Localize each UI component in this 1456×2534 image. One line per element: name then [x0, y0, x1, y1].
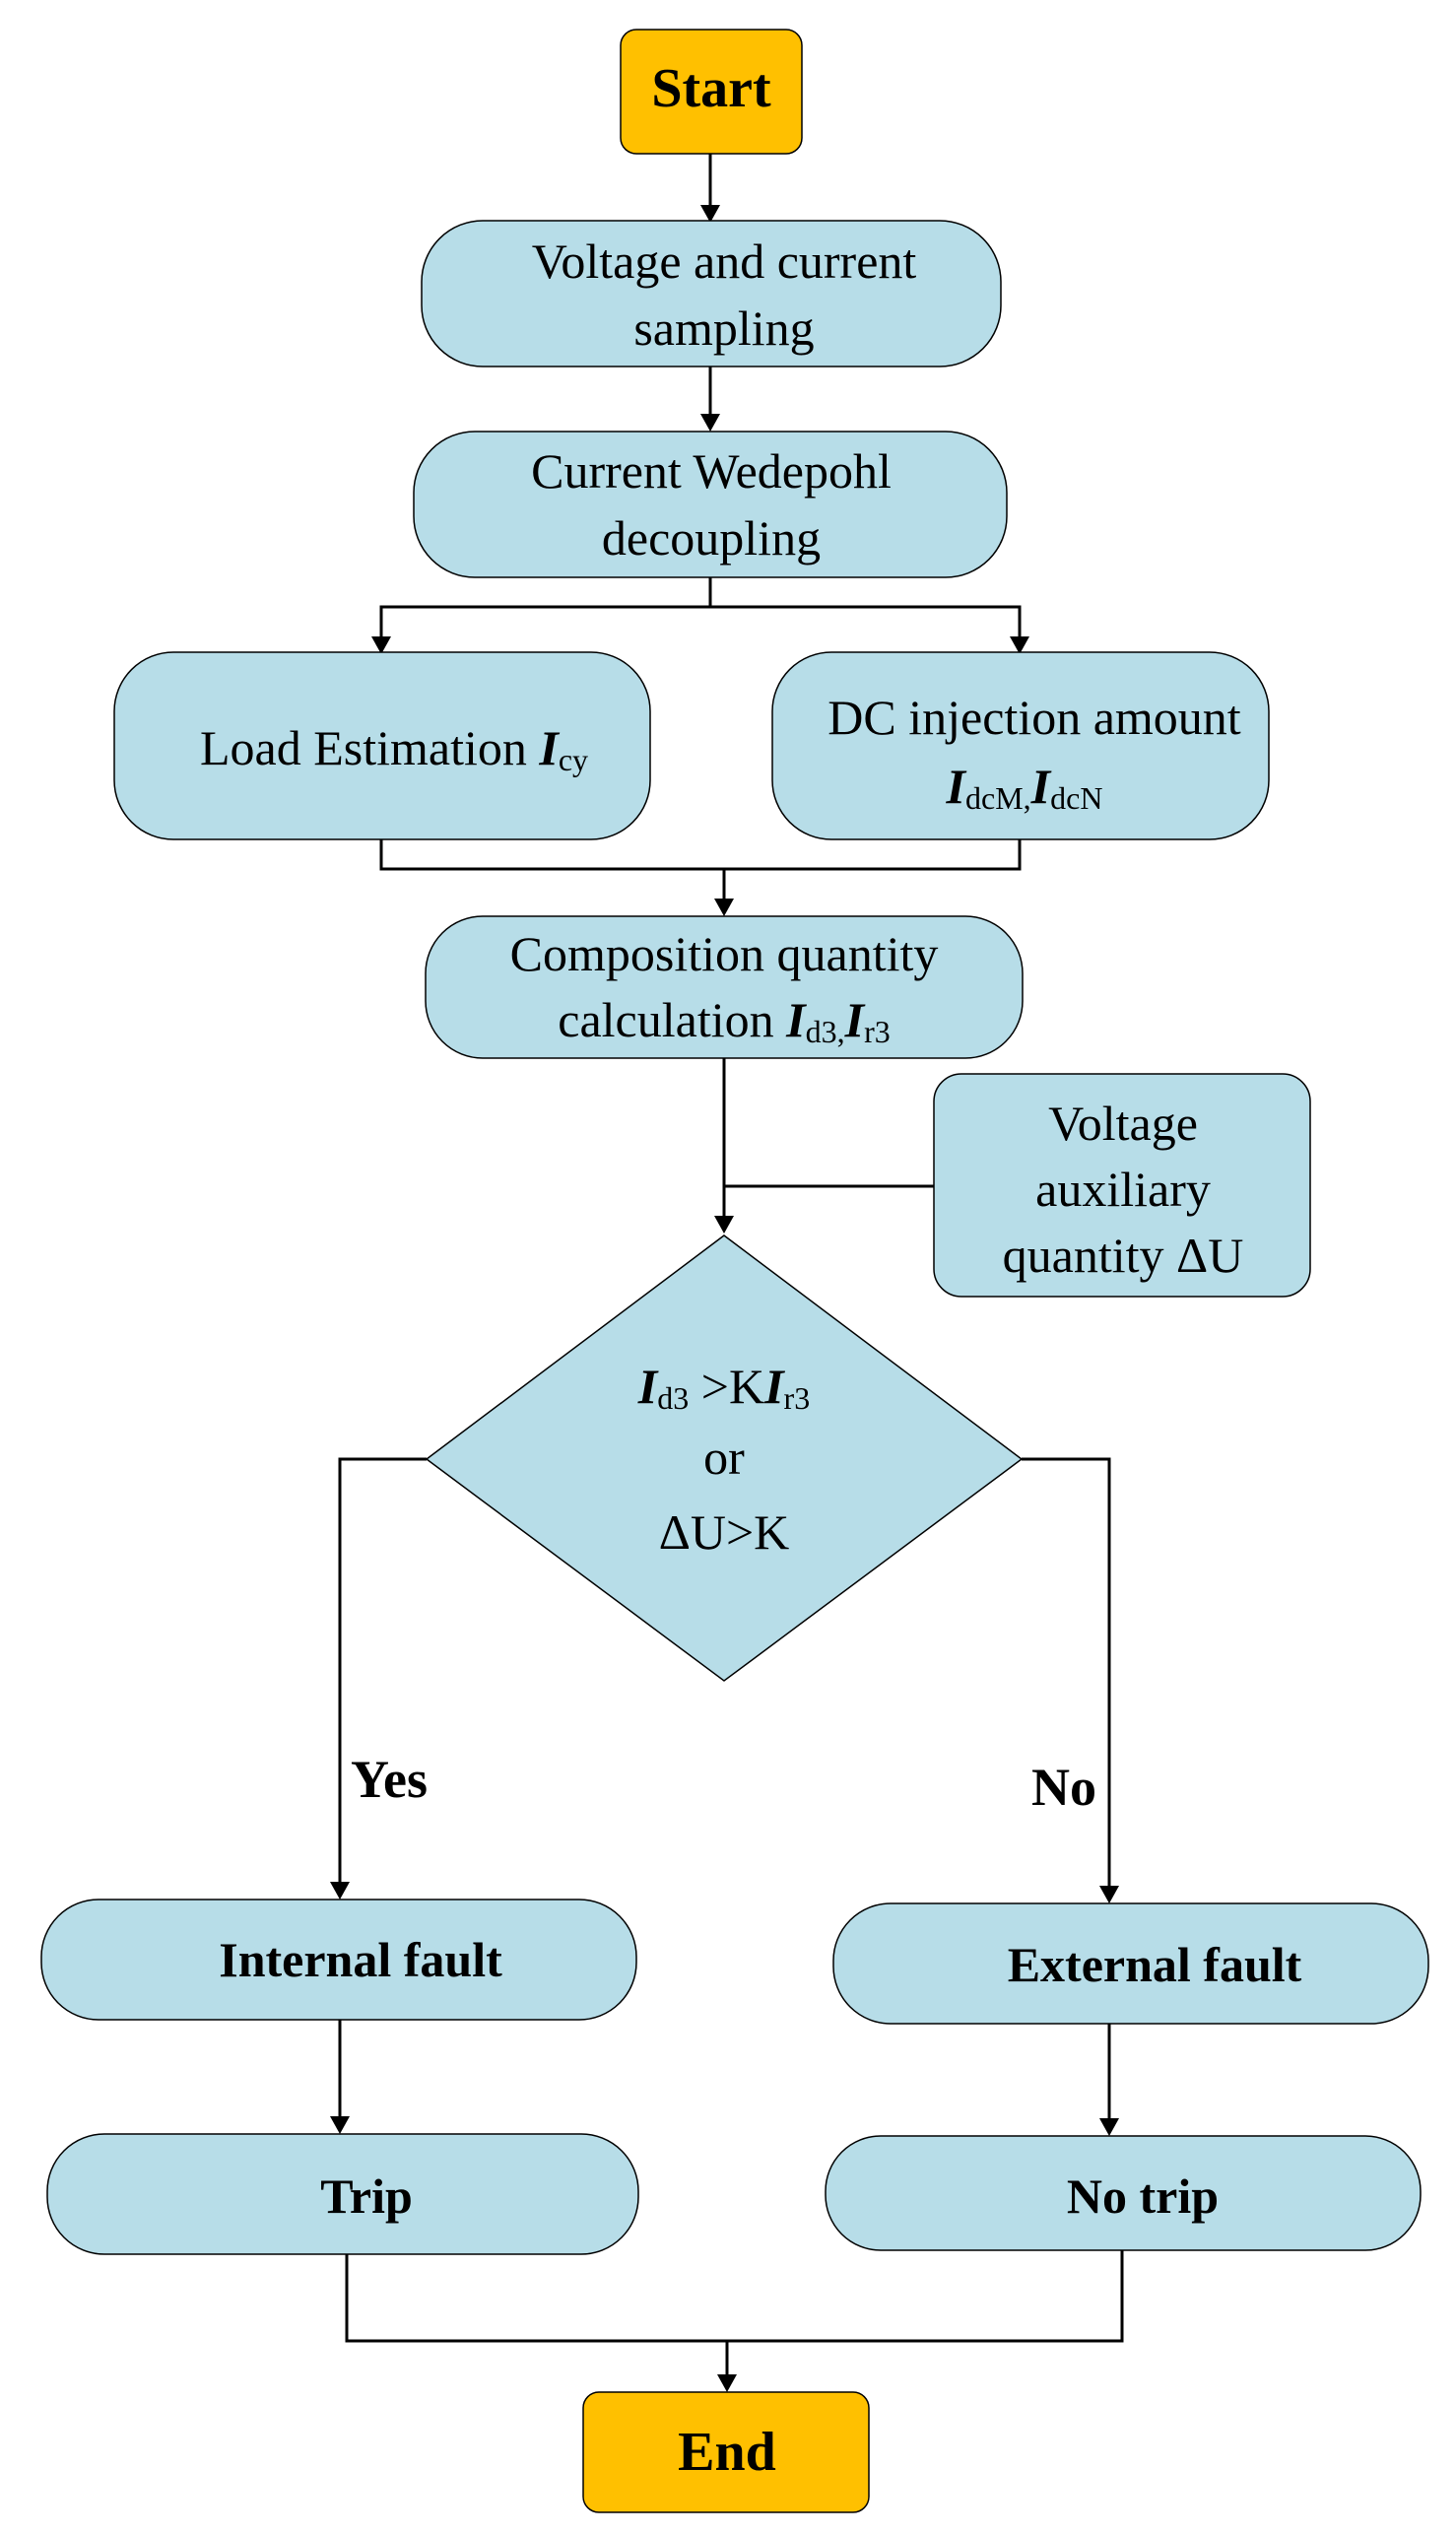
dc-injection-var-1: I: [946, 759, 967, 814]
external-fault-node: [832, 1902, 1429, 2025]
voltage-aux-node: [933, 1073, 1311, 1298]
decision-yes-path: [338, 1457, 427, 1884]
trip-node: [46, 2133, 639, 2255]
composition-sub-2: r3: [864, 1014, 891, 1049]
end-label: End: [678, 2422, 776, 2483]
yes-label: Yes: [351, 1750, 428, 1809]
arrowhead: [1099, 2118, 1119, 2136]
decision-diamond: [425, 1234, 1024, 1682]
external-fault-label: External fault: [1008, 1937, 1302, 1992]
decision-mid: >K: [689, 1359, 764, 1414]
start-terminal: [620, 29, 803, 155]
dc-injection-sub-1: dcM,: [965, 780, 1031, 816]
composition-line-1: Composition quantity: [510, 926, 939, 981]
sampling-node: [421, 220, 1002, 367]
end-terminal: [582, 2391, 870, 2513]
arrowhead: [330, 1882, 350, 1900]
arrowhead: [330, 2116, 350, 2134]
arrowhead: [717, 2374, 737, 2392]
dc-injection-line-1: DC injection amount: [827, 690, 1240, 745]
arrowhead: [1099, 1886, 1119, 1903]
composition-line-2: calculation Id3,Ir3: [558, 992, 890, 1049]
voltage-aux-line-2: auxiliary: [1035, 1162, 1211, 1217]
voltage-aux-line-3: quantity ΔU: [1003, 1228, 1244, 1283]
no-trip-label: No trip: [1067, 2168, 1219, 2224]
no-label: No: [1031, 1758, 1096, 1817]
composition-var-1: I: [785, 992, 807, 1047]
sampling-line-1: Voltage and current: [532, 233, 917, 289]
decoupling-line-2: decoupling: [602, 510, 821, 566]
decoupling-split-right: [710, 605, 1022, 638]
no-trip-node: [825, 2135, 1422, 2251]
decision-var-2: I: [763, 1359, 785, 1414]
load-estimation-var: I: [538, 720, 560, 775]
dc-injection-var-2: I: [1030, 759, 1052, 814]
composition-text: calculation: [558, 992, 786, 1047]
decision-sub-1: d3: [657, 1380, 689, 1416]
arrowhead: [714, 1216, 734, 1234]
internal-fault-node: [40, 1899, 637, 2021]
notrip-to-end: [725, 2250, 1124, 2376]
connectors: [330, 154, 1124, 2392]
trip-to-end: [345, 2254, 727, 2343]
trip-label: Trip: [320, 2168, 413, 2224]
decision-line-2: or: [703, 1430, 745, 1485]
arrowhead: [371, 636, 391, 654]
arrowhead: [714, 899, 734, 916]
start-label: Start: [651, 58, 771, 119]
decision-line-3: ΔU>K: [659, 1504, 790, 1560]
dc-injection-node: [771, 651, 1270, 840]
load-estimation-node: [113, 651, 651, 840]
decoupling-node: [413, 431, 1008, 578]
decision-line-1: Id3 >KIr3: [637, 1359, 810, 1416]
decision-no-path: [1022, 1457, 1111, 1888]
load-estimation-label: Load Estimation Icy: [200, 720, 588, 777]
dc-injection-line-2: IdcM,IdcN: [946, 759, 1103, 816]
branches-merge: [379, 839, 1022, 871]
arrowhead: [700, 205, 720, 223]
composition-node: [425, 915, 1024, 1059]
composition-sub-1: d3,: [806, 1014, 845, 1049]
voltage-aux-line-1: Voltage: [1048, 1096, 1198, 1151]
load-estimation-text: Load Estimation: [200, 720, 539, 775]
decoupling-line-1: Current Wedepohl: [531, 443, 892, 499]
internal-fault-label: Internal fault: [219, 1932, 502, 1987]
decision-sub-2: r3: [784, 1380, 811, 1416]
composition-var-2: I: [844, 992, 866, 1047]
arrowhead: [700, 414, 720, 432]
load-estimation-sub: cy: [559, 742, 588, 777]
decoupling-split: [379, 577, 712, 638]
arrowhead: [1010, 636, 1029, 654]
dc-injection-sub-2: dcN: [1050, 780, 1102, 816]
sampling-line-2: sampling: [633, 300, 814, 356]
decision-var-1: I: [637, 1359, 659, 1414]
